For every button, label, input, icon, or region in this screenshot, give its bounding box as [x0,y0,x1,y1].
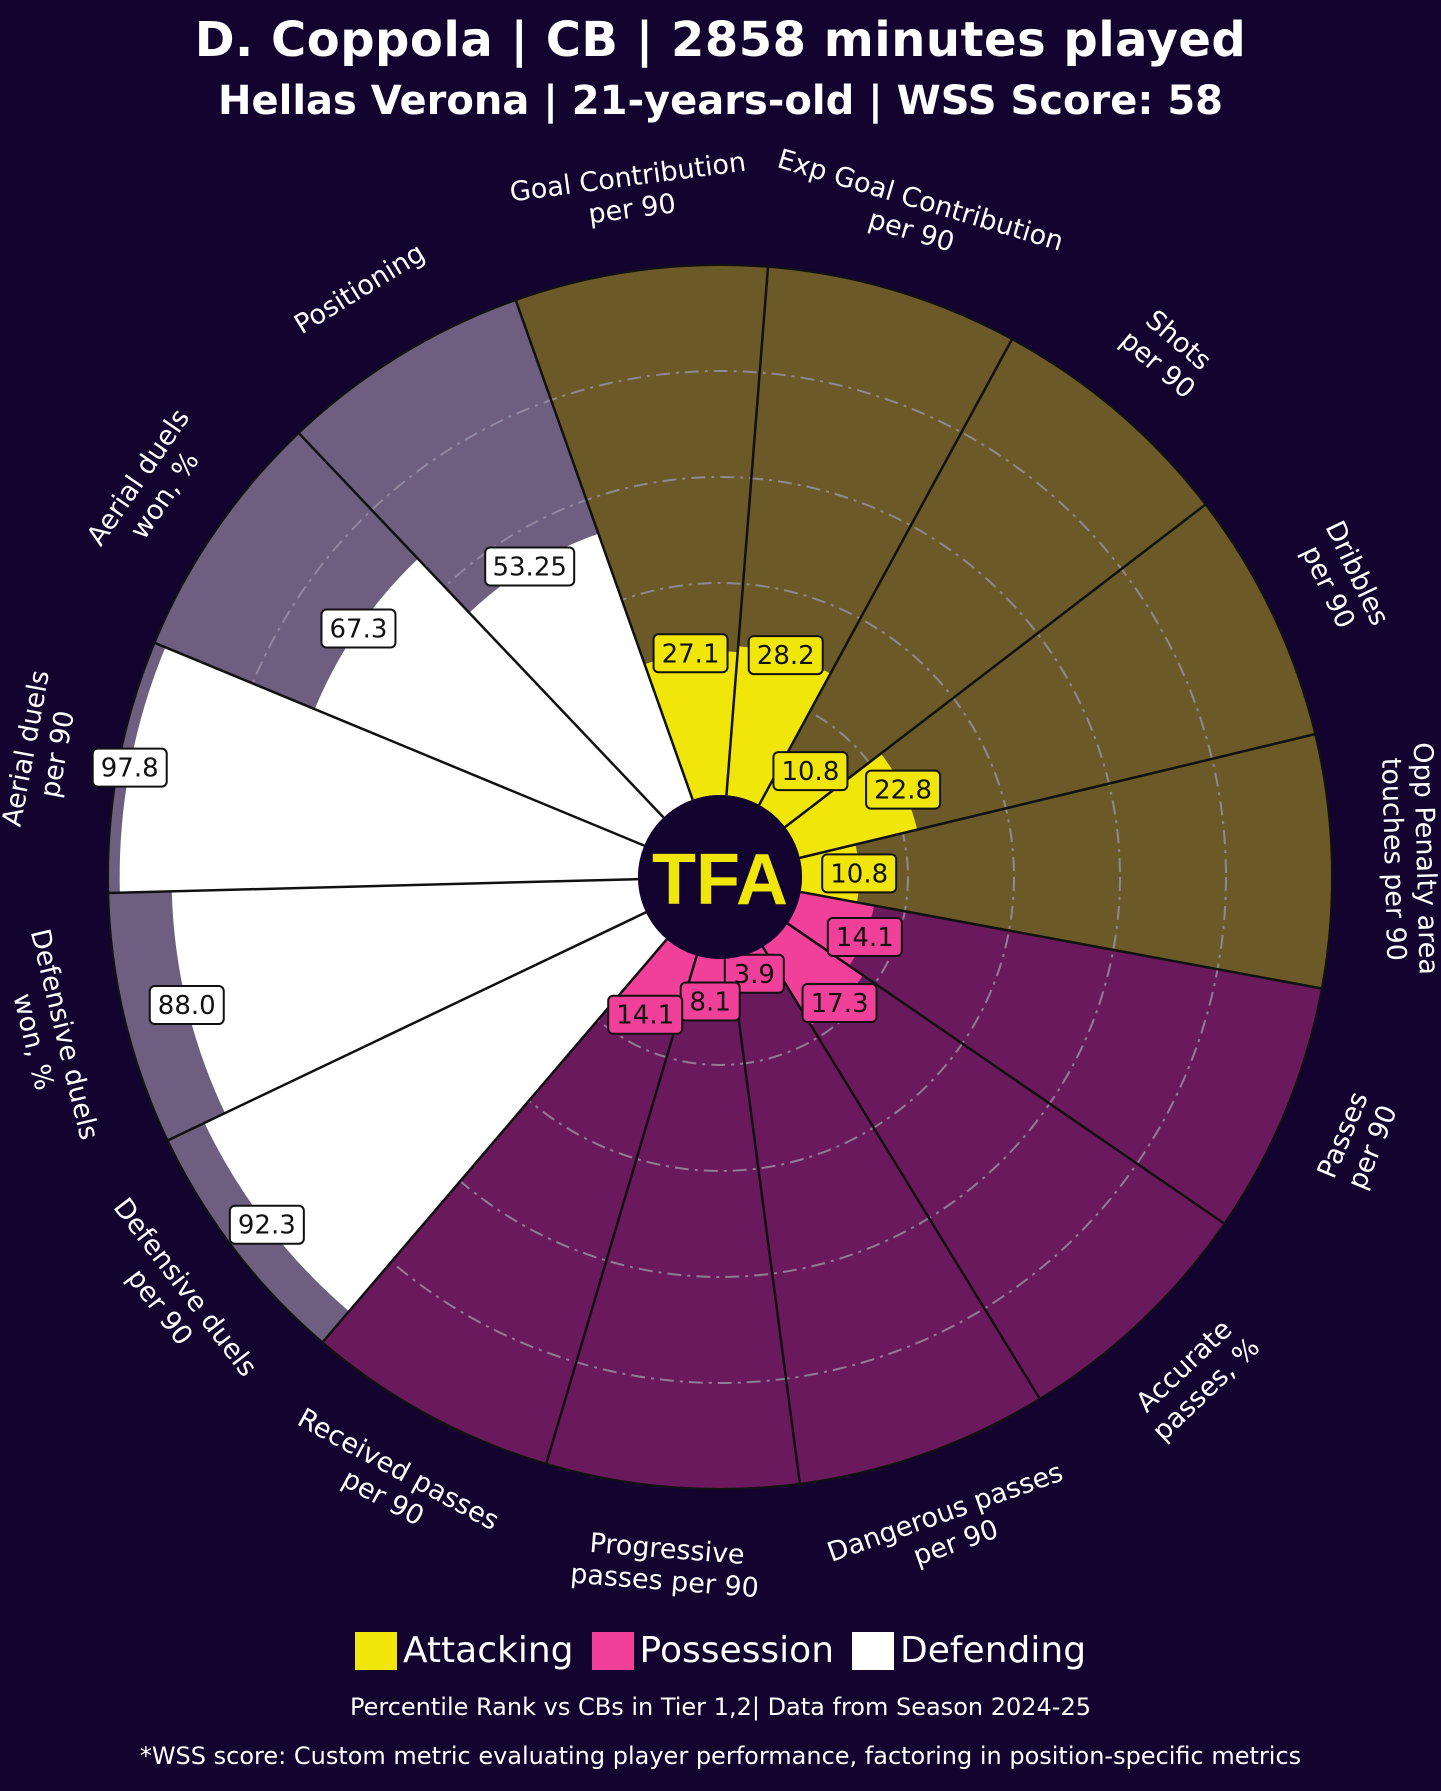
value-label-opp-penalty-area-touches-per-90: 10.8 [821,853,898,894]
legend-item-attacking: Attacking [354,1630,574,1671]
separator-line [729,958,802,1484]
legend-label-attacking: Attacking [402,1630,574,1671]
svg-text:88.0: 88.0 [158,991,216,1021]
svg-text:14.1: 14.1 [836,923,894,953]
bar-defensive-duels-won [171,879,646,1114]
value-label-dribbles-per-90: 22.8 [865,769,942,810]
separator-line [108,877,639,895]
svg-text:27.1: 27.1 [662,639,720,669]
value-label-dangerous-passes-per-90: 3.9 [723,953,785,994]
svg-text:3.9: 3.9 [734,960,775,990]
background-wedge-shots-per-90 [759,339,1206,828]
background-wedge-received-passes-per-90 [322,939,697,1464]
footer-note-data-source: Percentile Rank vs CBs in Tier 1,2| Data… [350,1693,1091,1721]
category-label-positioning: Positioning [289,238,430,341]
value-label-aerial-duels-won: 67.3 [320,608,397,649]
value-label-aerial-duels-per-90: 97.8 [91,747,168,788]
svg-text:8.1: 8.1 [690,988,731,1018]
grid-ring-80 [213,370,1227,1384]
value-label-accurate-passes: 17.3 [801,982,878,1023]
center-logo-circle [638,795,802,959]
separator-line [167,911,647,1142]
bar-aerial-duels-won [314,558,664,846]
bar-positioning [469,533,693,818]
svg-text:14.1: 14.1 [616,1001,674,1031]
separator-line [784,503,1207,829]
value-label-shots-per-90: 10.8 [772,751,849,792]
svg-text:53.25: 53.25 [492,552,566,582]
legend-item-possession: Possession [591,1630,835,1671]
legend-label-defending: Defending [900,1630,1087,1671]
separator-line [799,732,1316,860]
bar-aerial-duels-per-90 [119,647,645,893]
tfa-logo: TFA [652,840,788,920]
separator-line [297,432,665,819]
bar-goal-contribution-per-90 [644,651,738,800]
background-wedge-dribbles-per-90 [785,504,1316,858]
footer-note-wss: *WSS score: Custom metric evaluating pla… [139,1742,1302,1770]
background-wedge-opp-penalty-area-touches-per-90 [799,734,1332,989]
legend-swatch-possession [591,1631,634,1670]
bar-exp-goal-contribution-per-90 [726,646,831,805]
separator-line [154,641,645,847]
radar-chart: 27.1 28.2 10.8 22.8 10.8 14.1 17.3 3.98.1 14.1 92… [0,144,1441,1605]
svg-text:28.2: 28.2 [757,641,815,671]
value-label-passes-per-90: 14.1 [826,916,903,957]
background-wedge-accurate-passes [762,923,1225,1399]
legend: Attacking Possession Defending [0,1630,1441,1671]
background-wedge-progressive-passes-per-90 [546,955,800,1489]
svg-text:97.8: 97.8 [101,754,159,784]
value-label-received-passes-per-90: 14.1 [607,994,684,1035]
separator-line [758,338,1014,806]
bar-defensive-duels-per-90 [204,912,667,1312]
separator-line [786,922,1226,1225]
legend-label-possession: Possession [639,1630,835,1671]
chart-subtitle: Hellas Verona | 21-years-old | WSS Score… [218,78,1223,124]
background-wedge-dangerous-passes-per-90 [730,946,1040,1484]
value-label-exp-goal-contribution-per-90: 28.2 [747,635,824,676]
value-label-positioning: 53.25 [484,546,576,587]
background-wedge-passes-per-90 [787,891,1322,1224]
value-label-defensive-duels-per-90: 92.3 [228,1204,305,1245]
chart-title: D. Coppola | CB | 2858 minutes played [194,12,1247,68]
outer-ring [107,264,1333,1490]
svg-text:67.3: 67.3 [330,615,388,645]
value-label-goal-contribution-per-90: 27.1 [652,633,729,674]
value-label-defensive-duels-won: 88.0 [148,985,225,1026]
svg-text:touches per 90: touches per 90 [1375,757,1411,961]
separator-line [544,955,698,1465]
svg-text:Positioning: Positioning [289,238,430,341]
svg-text:92.3: 92.3 [238,1211,296,1241]
svg-text:10.8: 10.8 [830,859,888,889]
grid-ring-40 [425,582,1015,1172]
svg-text:22.8: 22.8 [874,776,932,806]
legend-swatch-defending [852,1631,895,1670]
value-label-progressive-passes-per-90: 8.1 [679,981,741,1022]
legend-swatch-attacking [354,1631,397,1670]
svg-text:17.3: 17.3 [811,989,869,1019]
svg-text:10.8: 10.8 [781,757,839,787]
separator-line [725,266,770,796]
separator-line [514,299,694,801]
separator-line [800,890,1322,990]
legend-item-defending: Defending [852,1630,1086,1671]
svg-text:Opp Penalty area: Opp Penalty area [1407,742,1441,975]
